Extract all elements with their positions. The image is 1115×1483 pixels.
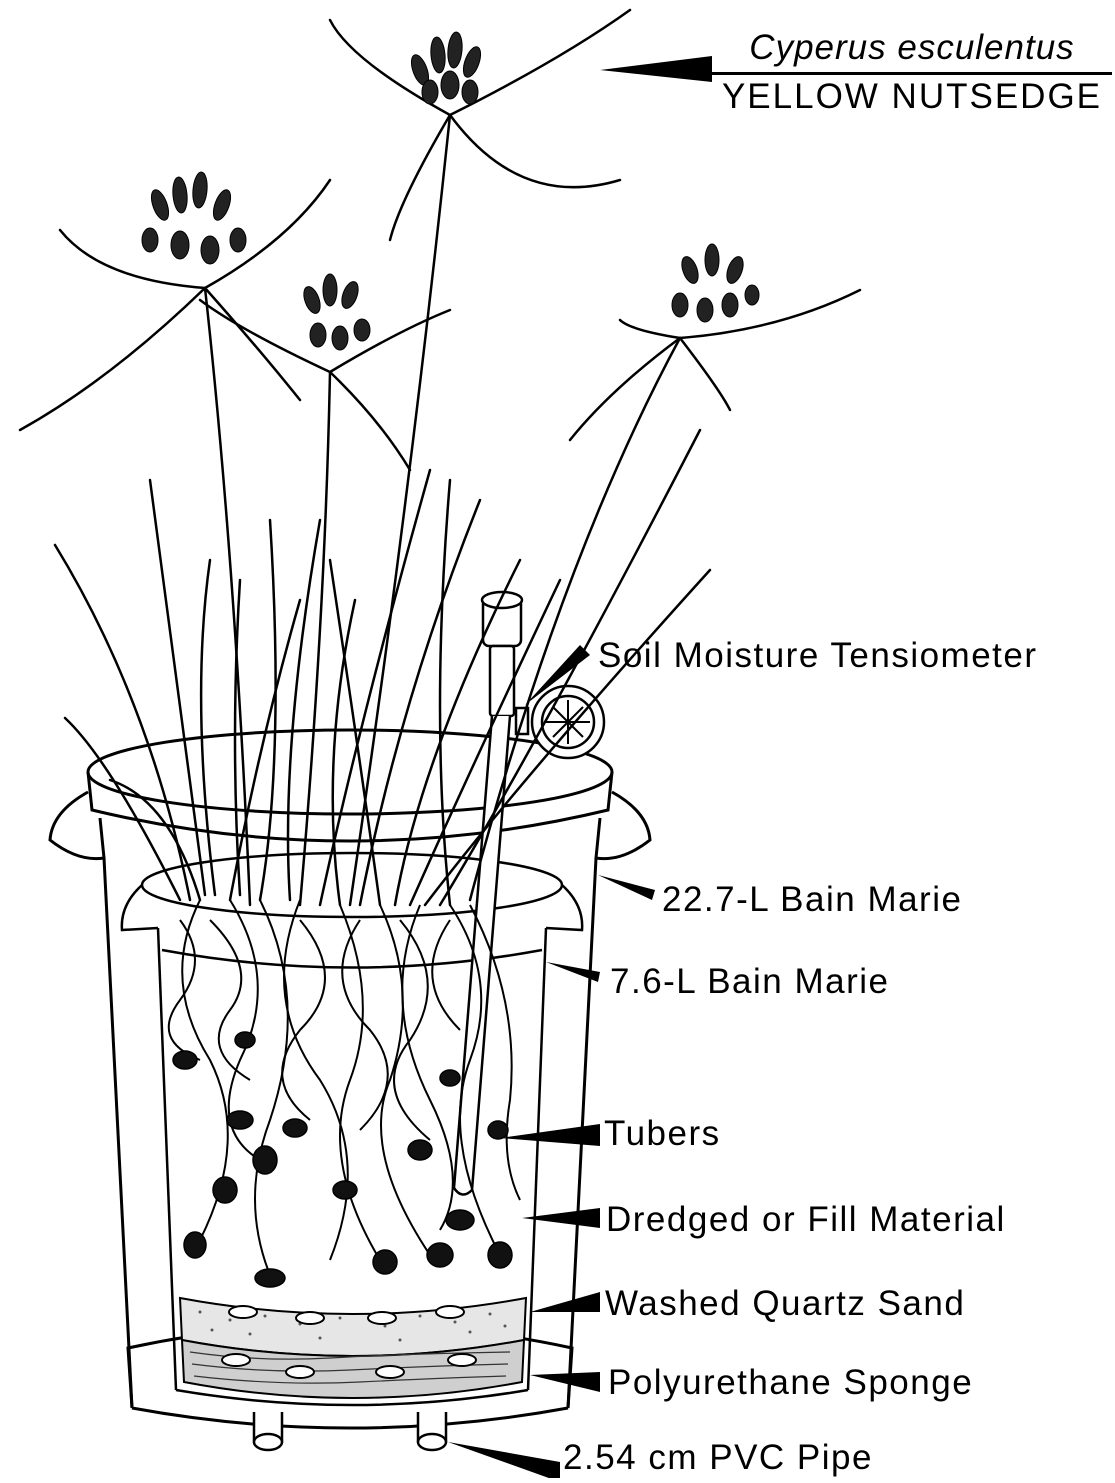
species-title: Cyperus esculentus YELLOW NUTSEDGE bbox=[712, 28, 1112, 117]
stalk-left bbox=[205, 288, 250, 905]
pvc-pipes bbox=[254, 1412, 446, 1450]
leader-species bbox=[600, 56, 712, 82]
stalk-mid bbox=[300, 372, 330, 905]
label-sponge: Polyurethane Sponge bbox=[608, 1365, 973, 1400]
flower-head-top bbox=[408, 31, 484, 104]
leader-sponge bbox=[530, 1372, 600, 1392]
leader-tubers bbox=[500, 1124, 600, 1146]
label-quartz-sand: Washed Quartz Sand bbox=[605, 1286, 965, 1321]
flower-heads bbox=[142, 31, 759, 350]
label-bain-marie-large: 22.7-L Bain Marie bbox=[662, 882, 962, 917]
leader-quartz-sand bbox=[530, 1292, 600, 1312]
species-latin-name: Cyperus esculentus bbox=[712, 28, 1112, 75]
flower-head-right bbox=[672, 244, 759, 322]
label-pvc-pipe: 2.54 cm PVC Pipe bbox=[563, 1440, 873, 1475]
leader-bain-marie-large bbox=[598, 875, 655, 900]
stalk-center bbox=[350, 115, 450, 905]
label-tubers: Tubers bbox=[604, 1116, 721, 1151]
label-fill-material: Dredged or Fill Material bbox=[606, 1202, 1006, 1237]
leader-pvc-pipe bbox=[448, 1442, 560, 1478]
flower-head-left bbox=[142, 171, 246, 264]
label-bain-marie-small: 7.6-L Bain Marie bbox=[610, 964, 890, 999]
species-common-name: YELLOW NUTSEDGE bbox=[712, 75, 1112, 117]
flower-head-mid bbox=[301, 274, 370, 350]
label-tensiometer: Soil Moisture Tensiometer bbox=[598, 638, 1038, 673]
tensiometer bbox=[454, 592, 604, 1195]
nutsedge-foliage bbox=[20, 10, 860, 905]
